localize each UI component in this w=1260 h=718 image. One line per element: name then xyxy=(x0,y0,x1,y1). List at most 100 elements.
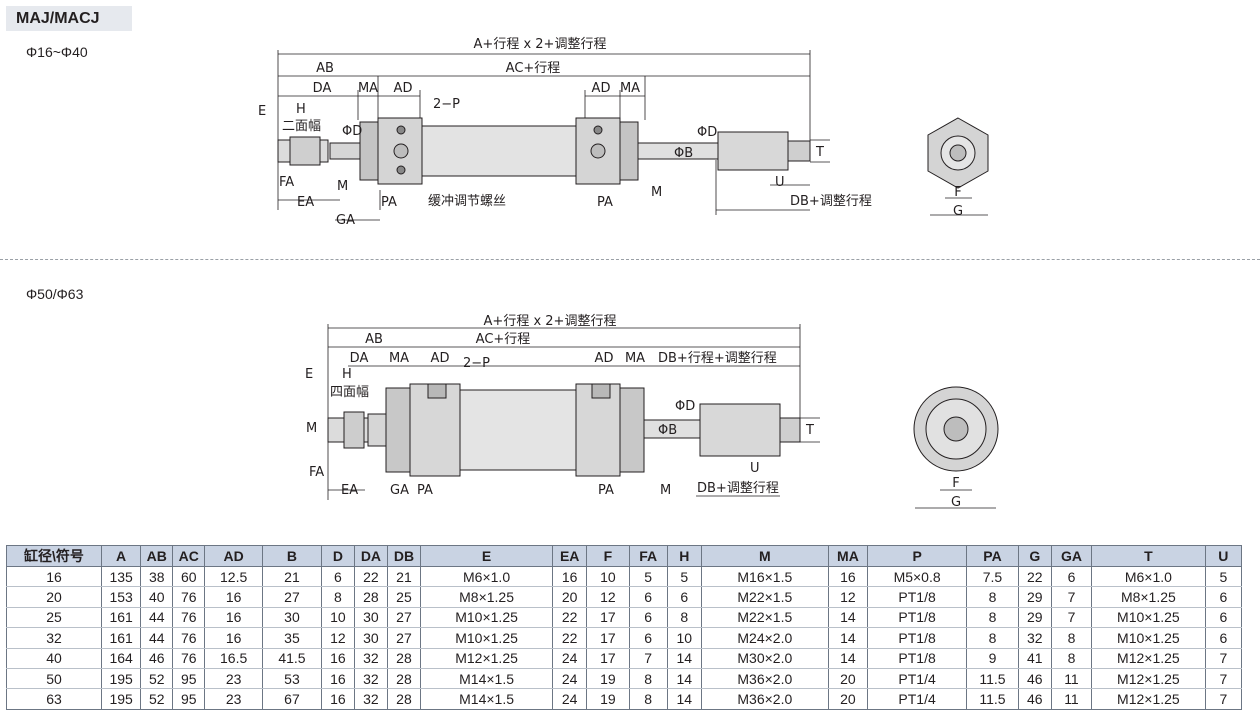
table-cell: 67 xyxy=(262,688,322,710)
dim-f-large: F xyxy=(952,476,959,491)
dim-g-large: G xyxy=(951,495,961,510)
dim-h-large: H xyxy=(342,367,352,382)
table-cell: 46 xyxy=(1017,688,1052,710)
table-cell: 29 xyxy=(1017,586,1052,608)
table-cell: 12 xyxy=(586,586,630,608)
table-cell: 16 xyxy=(552,566,588,588)
column-header: A xyxy=(100,545,142,567)
table-cell: 28 xyxy=(353,586,388,608)
table-cell: PT1/8 xyxy=(867,586,968,608)
dim-ac-large: AC+行程 xyxy=(476,332,531,347)
table-cell: 22 xyxy=(1017,566,1052,588)
table-cell: 20 xyxy=(6,586,102,608)
dim-t-large: T xyxy=(805,423,814,438)
table-cell: 25 xyxy=(386,586,421,608)
dim-ma-rear: MA xyxy=(620,81,640,96)
dim-g: G xyxy=(953,204,963,219)
flats-label: 二面幅 xyxy=(282,119,321,134)
table-cell: 16 xyxy=(827,566,869,588)
table-cell: 6 xyxy=(666,586,702,608)
table-cell: 16 xyxy=(320,688,355,710)
table-cell: 38 xyxy=(140,566,174,588)
dim-h: H xyxy=(296,102,306,117)
table-cell: PT1/4 xyxy=(867,688,968,710)
table-cell: 19 xyxy=(586,668,630,690)
table-cell: 40 xyxy=(6,648,102,669)
dim-ma-large: MA xyxy=(389,351,409,366)
table-cell: 11 xyxy=(1050,668,1093,690)
table-cell: 21 xyxy=(262,566,322,588)
dim-b: ΦB xyxy=(674,146,693,161)
dim-total-length-large: A+行程 x 2+调整行程 xyxy=(484,314,617,329)
dim-pa: PA xyxy=(381,195,397,210)
section-divider xyxy=(0,259,1260,260)
column-header: GA xyxy=(1050,545,1093,567)
table-cell: M10×1.25 xyxy=(419,607,554,629)
table-cell: 16 xyxy=(204,627,264,649)
table-cell: 7 xyxy=(1050,607,1093,629)
table-cell: 7 xyxy=(1204,648,1243,669)
table-cell: 16 xyxy=(320,648,355,669)
table-cell: M5×0.8 xyxy=(867,566,968,588)
table-cell: 8 xyxy=(1050,648,1093,669)
table-cell: 76 xyxy=(172,586,206,608)
dim-u: U xyxy=(775,175,785,190)
table-cell: M12×1.25 xyxy=(1091,668,1206,690)
table-cell: 44 xyxy=(140,627,174,649)
column-header: AD xyxy=(204,545,264,567)
table-cell: PT1/8 xyxy=(867,648,968,669)
table-cell: 7 xyxy=(1050,586,1093,608)
table-cell: 12 xyxy=(320,627,355,649)
table-cell: 8 xyxy=(1050,627,1093,649)
column-header: G xyxy=(1017,545,1052,567)
table-cell: 19 xyxy=(586,688,630,710)
table-cell: 16 xyxy=(6,566,102,588)
cushion-screw-label: 缓冲调节螺丝 xyxy=(428,194,506,209)
dim-ad-large: AD xyxy=(431,351,450,366)
table-cell: 14 xyxy=(666,668,702,690)
table-cell: 6 xyxy=(628,607,668,629)
table-cell: 6 xyxy=(628,627,668,649)
dim-ga-large: GA xyxy=(390,483,409,498)
column-header: MA xyxy=(827,545,869,567)
dim-m-rear: M xyxy=(651,185,662,200)
dim-f: F xyxy=(954,185,961,200)
table-cell: 16.5 xyxy=(204,648,264,669)
table-cell: 6 xyxy=(628,586,668,608)
table-cell: 161 xyxy=(100,607,142,629)
table-cell: 16 xyxy=(320,668,355,690)
table-cell: 50 xyxy=(6,668,102,690)
table-cell: 24 xyxy=(552,688,588,710)
table-cell: 27 xyxy=(386,627,421,649)
table-cell: 164 xyxy=(100,648,142,669)
table-cell: 52 xyxy=(140,688,174,710)
port-label-large: 2−P xyxy=(463,356,490,371)
cylinder-drawing-large: A+行程 x 2+调整行程 AB AC+行程 DA MA AD 2−P AD M… xyxy=(305,314,999,510)
table-cell: 20 xyxy=(827,688,869,710)
dim-d-large: ΦD xyxy=(675,399,695,414)
dim-m: M xyxy=(337,179,348,194)
dim-total-length: A+行程 x 2+调整行程 xyxy=(474,37,607,52)
table-cell: 22 xyxy=(552,627,588,649)
table-cell: 195 xyxy=(100,668,142,690)
dim-e: E xyxy=(258,104,266,119)
column-header: FA xyxy=(628,545,668,567)
dim-ma-rear-large: MA xyxy=(625,351,645,366)
table-cell: M12×1.25 xyxy=(419,648,554,669)
table-cell: 32 xyxy=(353,668,388,690)
table-cell: 8 xyxy=(966,627,1019,649)
table-cell: 95 xyxy=(172,668,206,690)
dim-ga: GA xyxy=(336,213,355,228)
column-header: E xyxy=(419,545,554,567)
column-header: H xyxy=(666,545,702,567)
dim-ad-rear: AD xyxy=(592,81,611,96)
table-cell: 25 xyxy=(6,607,102,629)
table-cell: 76 xyxy=(172,627,206,649)
table-cell: M12×1.25 xyxy=(1091,688,1206,710)
table-cell: 7 xyxy=(1204,688,1243,710)
column-header: U xyxy=(1204,545,1243,567)
table-cell: 46 xyxy=(140,648,174,669)
table-cell: M22×1.5 xyxy=(700,586,829,608)
